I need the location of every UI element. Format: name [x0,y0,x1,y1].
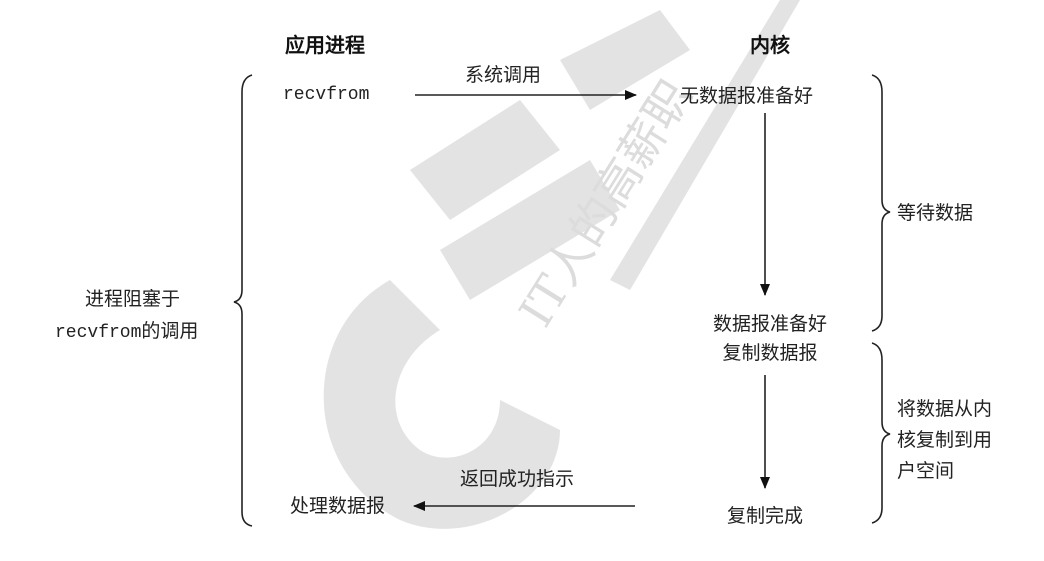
kernel-done: 复制完成 [727,505,803,527]
process-datagram: 处理数据报 [290,495,385,517]
return-label: 返回成功指示 [460,468,574,490]
wait-brace [871,74,891,332]
watermark-logo: IT人的高薪职 [323,0,800,529]
phase-copy-line2: 核复制到用 [897,429,992,451]
header-kernel: 内核 [750,33,790,57]
blocked-label-line2: recvfrom的调用 [55,320,198,343]
header-process: 应用进程 [285,33,365,57]
recvfrom-call: recvfrom [283,85,369,105]
blocked-call: 的调用 [141,320,198,342]
kernel-not-ready: 无数据报准备好 [680,85,813,107]
phase-copy-line1: 将数据从内 [897,398,992,420]
copy-brace [871,342,891,524]
kernel-ready: 数据报准备好 [713,313,827,335]
syscall-label: 系统调用 [465,64,541,86]
phase-wait-label: 等待数据 [897,202,973,224]
phase-copy-line3: 户空间 [897,460,954,482]
left-brace [233,74,253,527]
kernel-copy: 复制数据报 [722,342,817,364]
blocked-label-line1: 进程阻塞于 [85,288,180,310]
blocked-recvfrom: recvfrom [55,323,141,343]
